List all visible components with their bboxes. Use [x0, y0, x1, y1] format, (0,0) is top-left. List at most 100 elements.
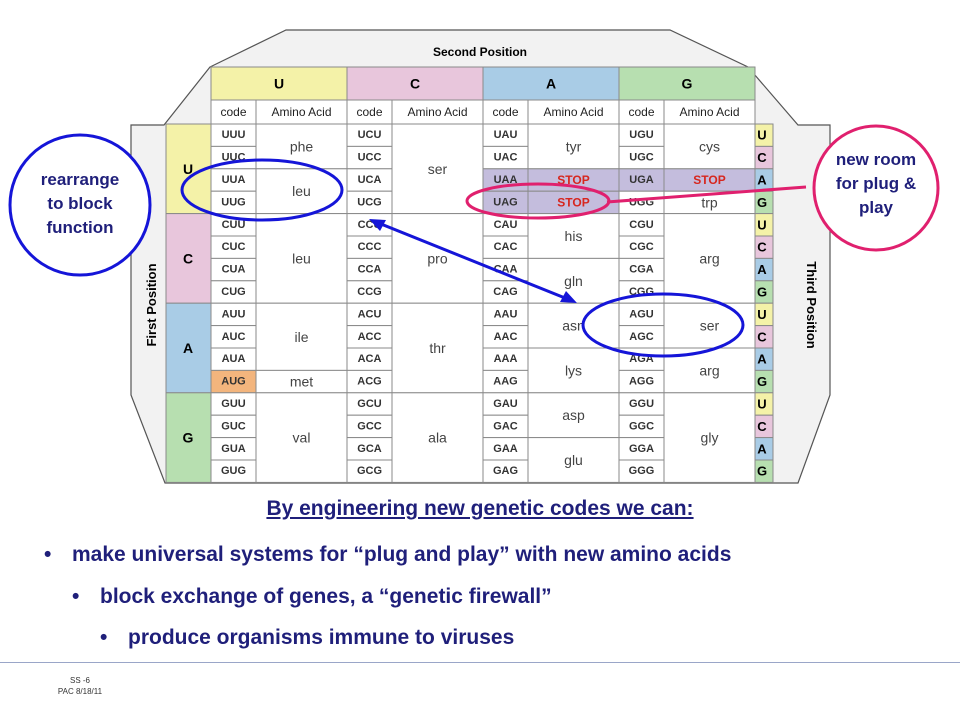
left-annotation-circle: [8, 133, 152, 277]
amino-acid-label: asp: [562, 407, 585, 423]
codon-label: AUC: [222, 331, 246, 343]
second-base-label-U: U: [274, 76, 284, 92]
first-base-label-U: U: [183, 161, 193, 177]
first-base-cell-G: [165, 392, 212, 483]
bullet-item-2: • block exchange of genes, a “genetic fir…: [72, 585, 552, 609]
codon-label: UAU: [494, 129, 518, 141]
codon-label: GCU: [357, 398, 382, 410]
amino-acid-label: ala: [428, 430, 447, 446]
codon-table-diagram: Second Position First Position Third Pos…: [8, 29, 940, 484]
codon-label: AUG: [221, 376, 245, 388]
ser-highlight-ellipse: [581, 292, 745, 358]
amino-acid-header-label: Amino Acid: [679, 105, 739, 119]
amino-acid-label: phe: [290, 138, 314, 154]
codon-label: CUU: [222, 219, 246, 231]
engineering-heading: By engineering new genetic codes we can:: [266, 497, 694, 520]
codon-label: GCC: [357, 420, 382, 432]
codon-label: UUG: [221, 196, 245, 208]
codon-label: GUC: [221, 420, 246, 432]
bullet-dot: •: [100, 626, 108, 649]
amino-acid-label: gln: [564, 273, 583, 289]
code-header-label: code: [220, 105, 246, 119]
codon-label: GAA: [493, 443, 518, 455]
third-base-label-A: A: [757, 262, 767, 277]
amino-acid-label: glu: [564, 452, 583, 468]
third-position-label: Third Position: [804, 261, 819, 348]
amino-acid-label: met: [290, 374, 313, 390]
third-base-label-C: C: [757, 329, 767, 344]
swap-arrowhead-end: [560, 291, 577, 303]
amino-acid-label: leu: [292, 183, 311, 199]
codon-label: UUA: [222, 174, 246, 186]
first-base-cell-C: [165, 213, 212, 304]
second-position-label: Second Position: [433, 45, 527, 59]
footer-slide-number: SS -6: [69, 676, 90, 685]
codon-label: GCG: [357, 465, 382, 477]
third-base-label-G: G: [757, 285, 767, 300]
third-base-label-G: G: [757, 464, 767, 479]
codon-label: UCU: [358, 129, 382, 141]
codon-label: AAC: [494, 331, 518, 343]
amino-acid-cell: [391, 302, 484, 394]
codon-label: AGU: [629, 308, 654, 320]
bullet-text-3: produce organisms immune to viruses: [128, 626, 515, 649]
footer-date: PAC 8/18/11: [57, 687, 103, 696]
codon-label: AAG: [493, 376, 517, 388]
codon-label: CCA: [358, 264, 382, 276]
third-base-label-G: G: [757, 195, 767, 210]
codon-label: GGG: [629, 465, 655, 477]
amino-acid-cell: [527, 392, 620, 439]
amino-acid-cell: [663, 123, 756, 170]
bullet-text-1: make universal systems for “plug and pla…: [72, 543, 732, 566]
codon-label: ACG: [357, 376, 381, 388]
pink-connector-line: [606, 185, 807, 204]
right-annotation-circle: [812, 124, 940, 252]
amino-acid-label: lys: [565, 362, 582, 378]
bullet-text-2: block exchange of genes, a “genetic fire…: [100, 585, 552, 608]
codon-label: UAG: [493, 196, 517, 208]
codon-label: AUA: [222, 353, 246, 365]
left-highlight-ellipse: [180, 158, 344, 222]
amino-acid-label: tyr: [566, 138, 582, 154]
amino-acid-label: trp: [701, 194, 718, 210]
codon-label: GCA: [357, 443, 382, 455]
codon-label: CGA: [629, 264, 654, 276]
amino-acid-label: ile: [294, 329, 308, 345]
amino-acid-label: arg: [699, 362, 719, 378]
amino-acid-header-label: Amino Acid: [407, 105, 467, 119]
codon-label: GGA: [629, 443, 654, 455]
codon-label: UGA: [629, 174, 654, 186]
third-base-label-A: A: [757, 441, 767, 456]
amino-acid-label: cys: [699, 138, 720, 154]
amino-acid-label: pro: [427, 250, 447, 266]
codon-label: GAU: [493, 398, 518, 410]
codon-label: UUU: [222, 129, 246, 141]
amino-acid-cell: [663, 213, 756, 304]
codon-label: CGC: [629, 241, 654, 253]
codon-label: AAA: [494, 353, 518, 365]
bullet-item-1: •make universal systems for “plug and pl…: [44, 543, 731, 567]
codon-label: UGU: [629, 129, 654, 141]
amino-acid-label: gly: [701, 430, 719, 446]
third-base-label-U: U: [757, 397, 766, 412]
codon-label: CUC: [222, 241, 246, 253]
codon-label: CCC: [358, 241, 382, 253]
third-base-label-U: U: [757, 217, 766, 232]
amino-acid-cell: [255, 213, 348, 304]
stop-label: STOP: [693, 173, 725, 187]
second-base-header-U: [210, 66, 348, 101]
bullet-dot: •: [72, 585, 80, 608]
code-header-label: code: [492, 105, 518, 119]
second-base-header-A: [482, 66, 620, 101]
codon-label: GAC: [493, 420, 518, 432]
codon-label: AUU: [222, 308, 246, 320]
swap-arrowhead-start: [369, 219, 386, 231]
codon-label: UCA: [358, 174, 382, 186]
codon-label: CCG: [357, 286, 381, 298]
second-base-label-G: G: [682, 76, 693, 92]
codon-label: ACU: [358, 308, 382, 320]
amino-acid-column-header: [663, 99, 756, 125]
bullet-item-3: • produce organisms immune to viruses: [100, 626, 514, 650]
